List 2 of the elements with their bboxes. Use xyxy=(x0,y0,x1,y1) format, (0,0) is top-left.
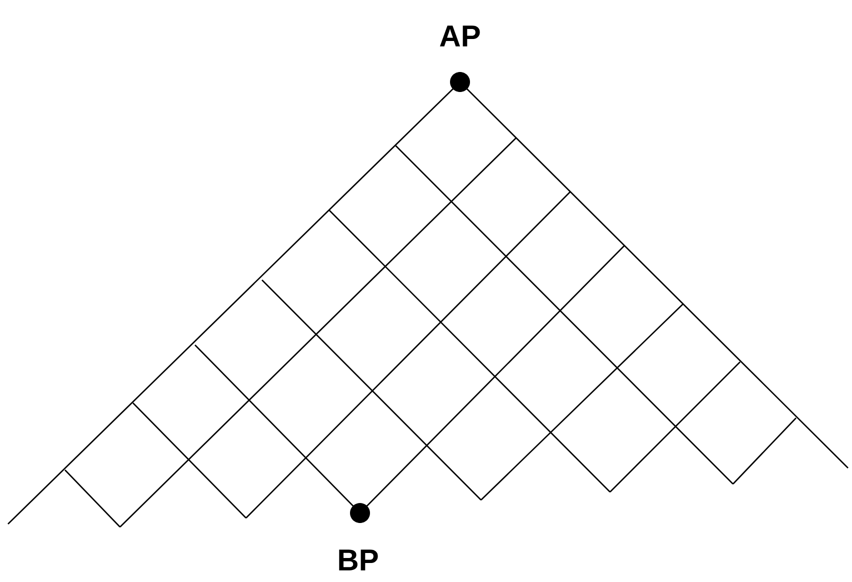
point-label: BP xyxy=(339,550,378,570)
point-label: AP xyxy=(440,26,480,46)
